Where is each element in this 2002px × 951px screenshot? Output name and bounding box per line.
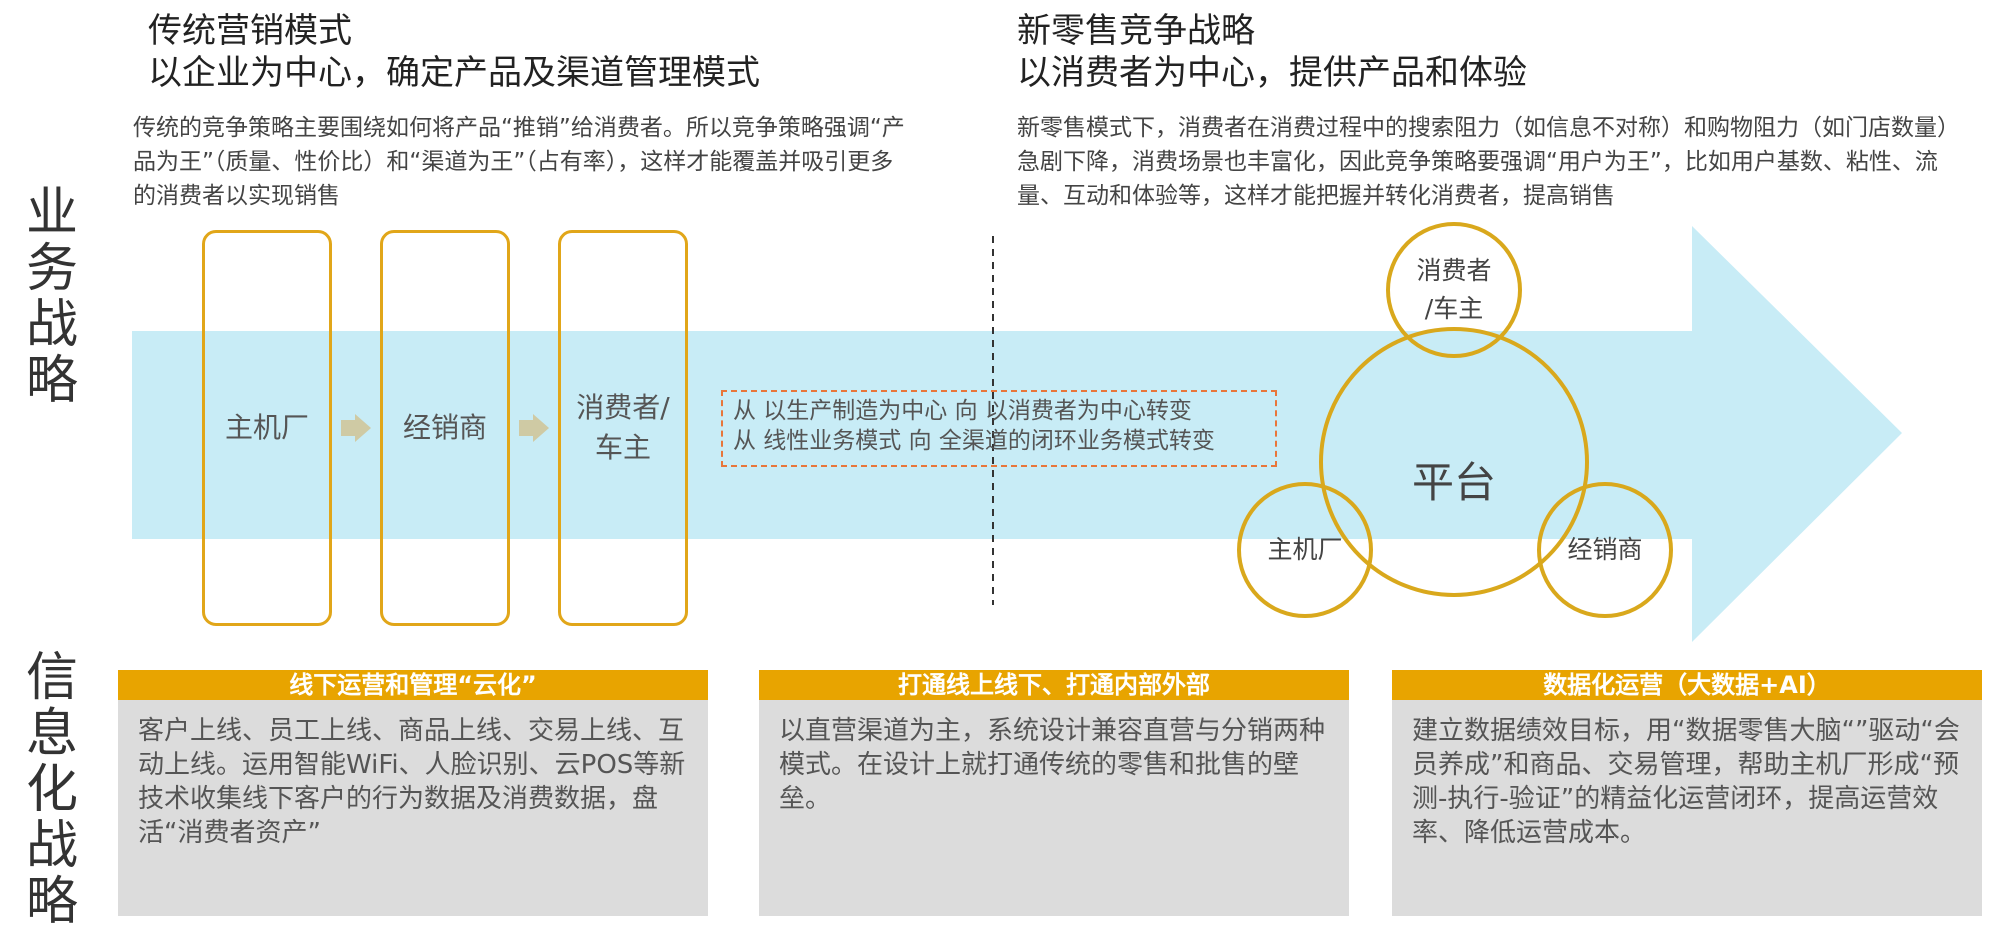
- oem-circle: [1237, 482, 1373, 618]
- platform-consumer-line2: /车主: [1424, 294, 1484, 323]
- platform-dealer-label: 经销商: [1567, 535, 1643, 564]
- consumer-box-label-line2: 车主: [594, 431, 651, 464]
- transition-line1: 从 以生产制造为中心 向 以消费者为中心转变: [733, 398, 1192, 424]
- chevron-right-icon: [355, 414, 371, 442]
- left-title-line2: 以企业为中心，确定产品及渠道管理模式: [148, 53, 760, 93]
- consumer-circle: [1386, 222, 1522, 358]
- platform-consumer-label: 消费者 /车主: [1394, 252, 1514, 328]
- arrow-connector-1: [341, 420, 355, 436]
- left-description: 传统的竞争策略主要围绕如何将产品“推销”给消费者。所以竞争策略强调“产品为王”（…: [133, 115, 905, 209]
- card1-header: 线下运营和管理“云化”: [118, 670, 708, 700]
- card2-body: 以直营渠道为主，系统设计兼容直营与分销两种模式。在设计上就打通传统的零售和批售的…: [759, 700, 1349, 916]
- chevron-right-icon: [533, 414, 549, 442]
- arrow-connector-2: [519, 420, 533, 436]
- card1-body: 客户上线、员工上线、商品上线、交易上线、互动上线。运用智能WiFi、人脸识别、云…: [118, 700, 708, 916]
- consumer-box-label-line1: 消费者/: [576, 391, 670, 424]
- transition-line2: 从 线性业务模式 向 全渠道的闭环业务模式转变: [733, 428, 1215, 454]
- transition-box: 从 以生产制造为中心 向 以消费者为中心转变 从 线性业务模式 向 全渠道的闭环…: [721, 390, 1277, 467]
- platform-oem-label: 主机厂: [1267, 535, 1343, 564]
- dealer-circle: [1537, 482, 1673, 618]
- dealer-box: 经销商: [380, 230, 510, 626]
- oem-box-label: 主机厂: [224, 411, 309, 444]
- card3-header: 数据化运营（大数据+AI）: [1392, 670, 1982, 700]
- right-title-line1: 新零售竞争战略: [1017, 11, 1255, 51]
- platform-label: 平台: [1411, 458, 1496, 507]
- right-title-line2: 以消费者为中心，提供产品和体验: [1017, 53, 1527, 93]
- right-description: 新零售模式下，消费者在消费过程中的搜索阻力（如信息不对称）和购物阻力（如门店数量…: [1017, 115, 1960, 209]
- consumer-box: 消费者/ 车主: [558, 230, 688, 626]
- card3-body: 建立数据绩效目标，用“数据零售大脑“”驱动“会员养成”和商品、交易管理，帮助主机…: [1392, 700, 1982, 916]
- card2-header: 打通线上线下、打通内部外部: [759, 670, 1349, 700]
- platform-consumer-line1: 消费者: [1416, 256, 1492, 285]
- left-title-line1: 传统营销模式: [148, 11, 352, 51]
- dealer-box-label: 经销商: [402, 411, 487, 444]
- platform-circle: [1319, 327, 1589, 597]
- info-strategy-label: 信息化战略: [25, 648, 78, 932]
- business-strategy-label: 业务战略: [25, 183, 78, 411]
- oem-box: 主机厂: [202, 230, 332, 626]
